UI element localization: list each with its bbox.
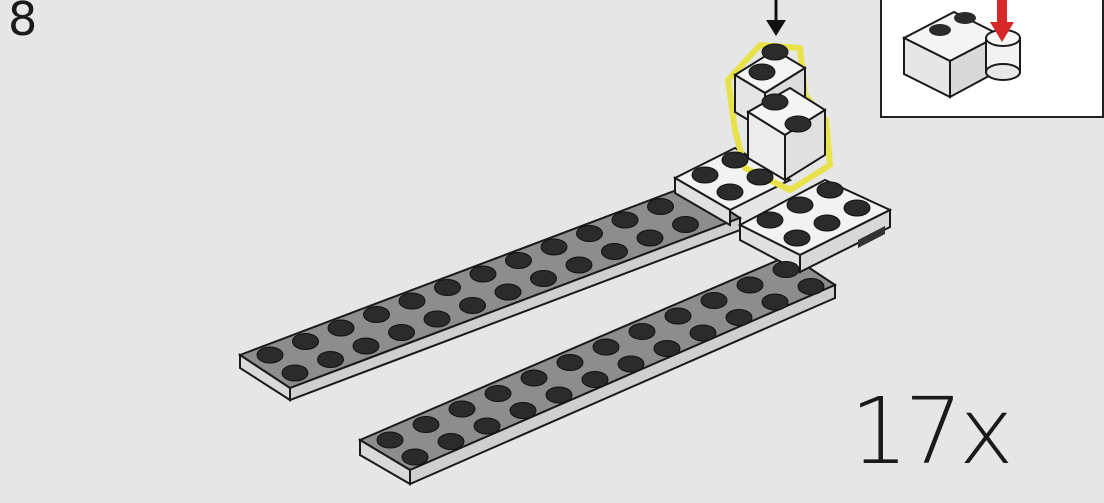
stud [725, 309, 753, 326]
gray-plate-upper [237, 183, 743, 402]
stud [748, 63, 776, 81]
stud [556, 354, 584, 371]
stud [581, 371, 609, 388]
stud [509, 402, 537, 419]
stud [327, 319, 355, 337]
stud [672, 216, 699, 233]
stud [636, 229, 664, 247]
stud [459, 297, 486, 314]
stud [505, 252, 532, 269]
red-arrow-icon [990, 0, 1014, 42]
stud [437, 433, 465, 450]
stud [363, 306, 390, 323]
white-plate-lower [737, 178, 893, 274]
stud [761, 93, 789, 111]
stud [761, 43, 789, 61]
stud [813, 214, 841, 232]
stud [469, 265, 497, 283]
callout-box [880, 0, 1104, 118]
stud [423, 310, 451, 328]
stud [292, 333, 319, 350]
stud [843, 199, 871, 217]
stud [540, 238, 568, 256]
stud [786, 196, 814, 214]
stud [653, 340, 681, 357]
stud [700, 292, 728, 309]
stud [576, 225, 603, 242]
stud [716, 183, 744, 201]
stud [689, 324, 717, 342]
stud [756, 211, 784, 229]
stud [352, 337, 380, 355]
stud [797, 278, 825, 295]
stud [772, 261, 800, 278]
stud [691, 166, 719, 184]
stud [746, 168, 774, 186]
stud [565, 256, 593, 274]
stud [281, 364, 309, 382]
stud [256, 346, 284, 364]
stud [784, 115, 812, 133]
stud [721, 151, 749, 169]
stud [317, 351, 344, 368]
stud [783, 229, 811, 247]
stud [398, 292, 426, 310]
stud [628, 323, 656, 340]
stud [473, 417, 501, 435]
stud [484, 385, 512, 402]
stud [412, 416, 440, 433]
stud [494, 283, 522, 301]
stud [520, 369, 548, 387]
callout-illustration [901, 0, 1021, 99]
stud [617, 355, 645, 373]
highlighted-new-bricks [725, 42, 833, 193]
stud [376, 431, 404, 449]
stud [647, 198, 674, 215]
step-number: 8 [8, 0, 38, 46]
stud [601, 243, 628, 260]
stud [592, 338, 620, 356]
stud [611, 211, 639, 229]
stud [664, 307, 692, 325]
stud [761, 293, 789, 311]
stud [736, 276, 764, 294]
stud [434, 279, 461, 296]
stud-group [256, 43, 871, 466]
stud [816, 181, 844, 199]
arrow-down-icon [766, 0, 786, 36]
stud [388, 324, 415, 341]
repeat-count: 17x [850, 378, 1014, 485]
stud [401, 448, 429, 466]
stud [530, 270, 557, 287]
stud [545, 386, 573, 404]
stud [448, 400, 476, 418]
